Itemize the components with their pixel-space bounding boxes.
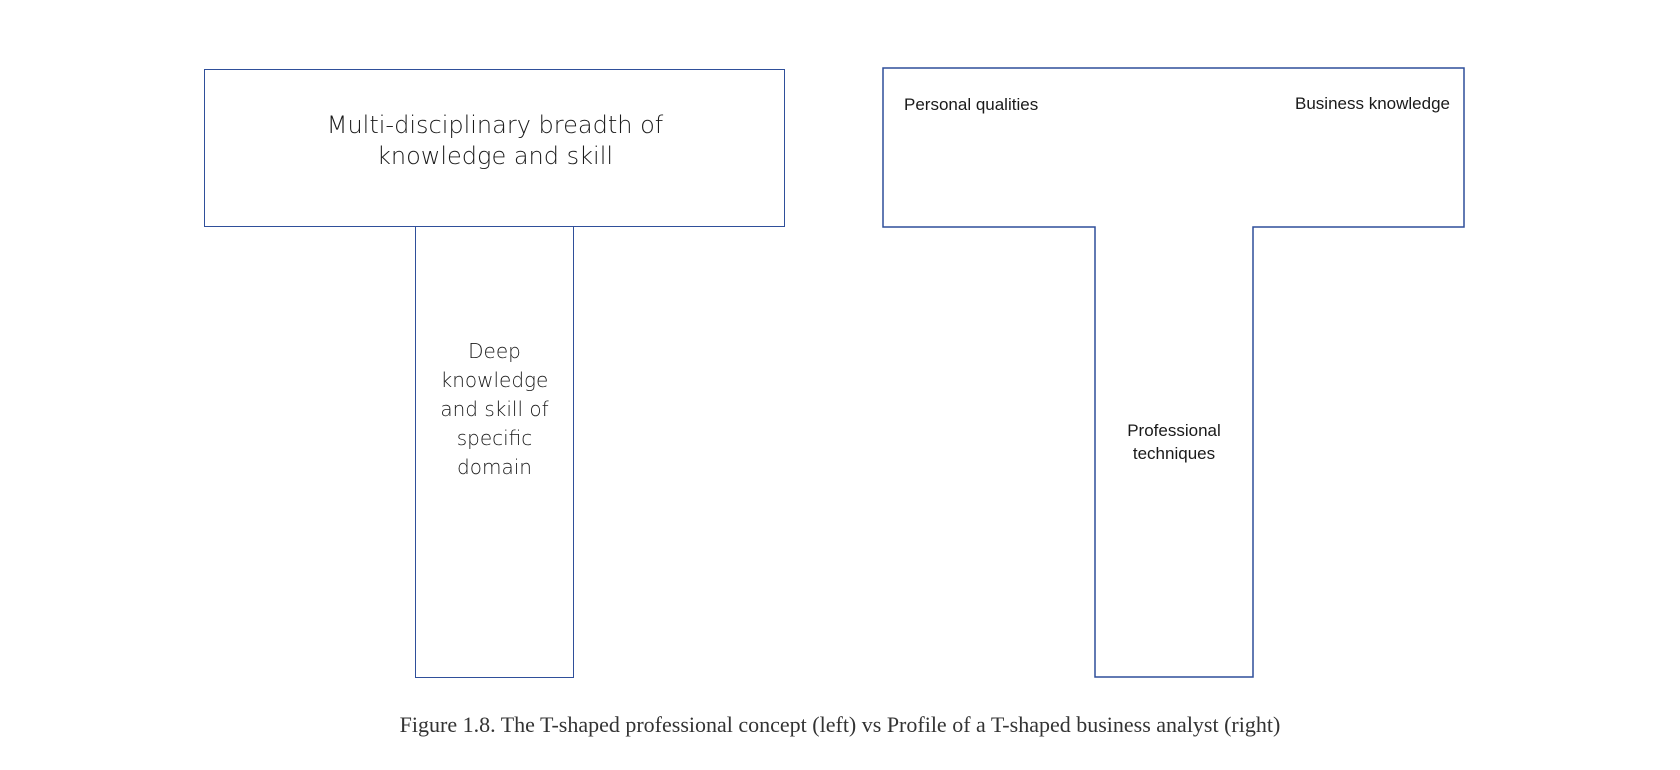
left-t-top-label: Multi-disciplinary breadth of knowledge … (326, 111, 664, 171)
left-t-top-bar (204, 69, 785, 227)
left-t-stem-line: specific (456, 426, 533, 450)
left-t-stem-label: Deep knowledge and skill of specific dom… (415, 337, 574, 482)
right-t-shape (882, 67, 1465, 678)
right-t-top-right-label: Business knowledge (1295, 94, 1450, 113)
left-t-stem-line: Deep (468, 339, 521, 363)
left-t-stem-line: knowledge (440, 368, 549, 392)
right-t-stem-line: techniques (1132, 444, 1216, 463)
figure-caption: Figure 1.8. The T-shaped professional co… (399, 712, 1281, 737)
right-t-stem-label: Professional techniques (1095, 419, 1253, 465)
left-t-stem-line: domain (457, 455, 532, 479)
left-t-stem (415, 226, 574, 678)
right-t-top-left-label: Personal qualities (904, 95, 1039, 114)
right-t-stem-line: Professional (1127, 421, 1221, 440)
left-t-stem-line: and skill of (440, 397, 549, 421)
